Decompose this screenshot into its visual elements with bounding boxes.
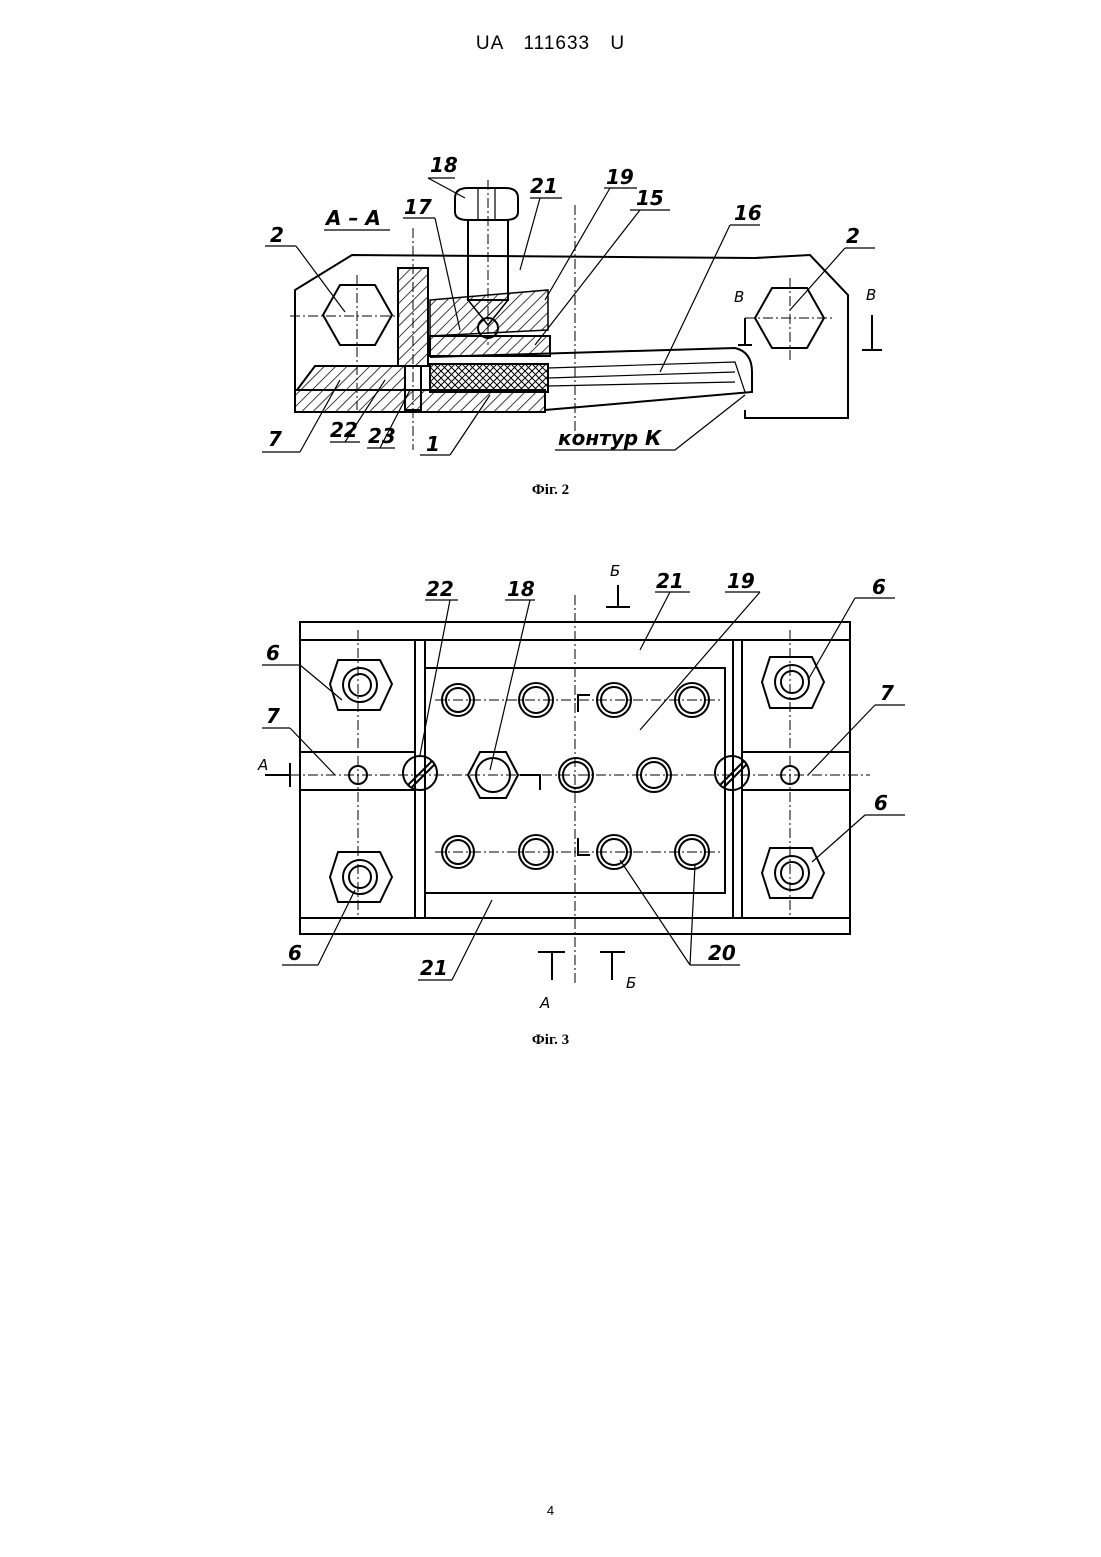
- fig3-mark-b-bottom: Б: [626, 974, 636, 992]
- fig3-mark-a-bottom: A: [539, 994, 550, 1012]
- corner-nut-bottom-left: [330, 852, 392, 902]
- fig3-label-18: 18: [507, 577, 535, 601]
- fig3-mark-a-left: A: [257, 756, 268, 774]
- corner-nut-top-left: [330, 660, 392, 710]
- corner-nut-top-right: [762, 657, 824, 708]
- fig3-label-6-top-right: 6: [872, 575, 886, 599]
- fig3-label-6-bottom-right: 6: [874, 791, 888, 815]
- fig3-label-22: 22: [426, 577, 454, 601]
- fig3-label-21-bottom: 21: [420, 956, 448, 980]
- fig3-label-7-left: 7: [266, 704, 280, 728]
- fig3-label-6-top-left: 6: [266, 641, 280, 665]
- page-number: 4: [0, 1503, 1101, 1518]
- fig3-label-21-top: 21: [656, 569, 684, 593]
- figure-3-drawing: 22 18 21 19 6 6 7 7 6 6 21 20 Б A A Б: [0, 0, 1101, 1040]
- fig3-label-7-right: 7: [880, 681, 894, 705]
- corner-nut-bottom-right: [762, 848, 824, 898]
- fig3-label-6-bottom-left: 6: [288, 941, 302, 965]
- fig3-caption: Фіг. 3: [0, 1032, 1101, 1049]
- strip-7-right: [742, 752, 850, 790]
- fig3-label-20: 20: [708, 941, 736, 965]
- fig3-mark-b-top: Б: [610, 562, 620, 580]
- fig3-label-19: 19: [727, 569, 755, 593]
